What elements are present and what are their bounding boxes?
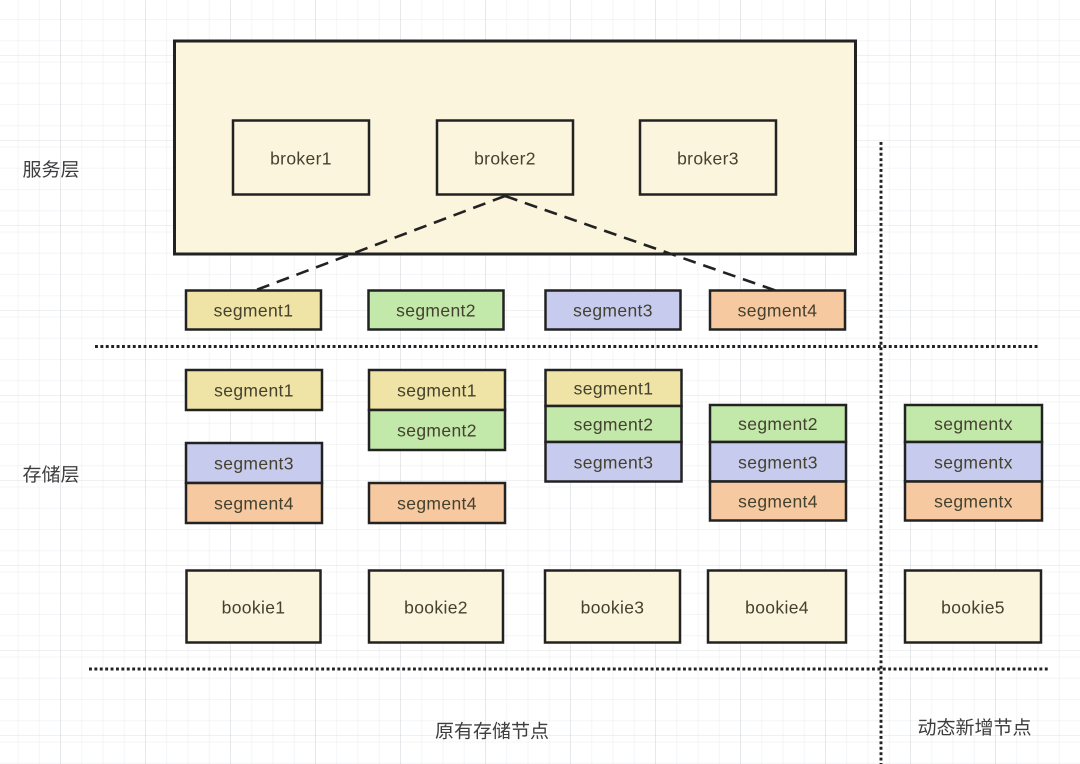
svg-text:broker2: broker2 <box>474 149 536 169</box>
svg-text:segmentx: segmentx <box>934 452 1013 472</box>
svg-text:segmentx: segmentx <box>934 492 1013 512</box>
svg-text:broker3: broker3 <box>677 149 739 169</box>
svg-text:segment1: segment1 <box>214 301 294 321</box>
svg-text:segment1: segment1 <box>214 381 294 401</box>
svg-text:segment3: segment3 <box>573 301 653 321</box>
svg-text:segment4: segment4 <box>397 494 477 514</box>
svg-text:segment1: segment1 <box>397 381 477 401</box>
svg-text:segment2: segment2 <box>397 421 477 441</box>
svg-text:segmentx: segmentx <box>934 414 1013 434</box>
svg-text:segment4: segment4 <box>738 492 818 512</box>
svg-text:bookie1: bookie1 <box>222 598 286 618</box>
svg-text:segment3: segment3 <box>738 452 818 472</box>
svg-text:segment2: segment2 <box>396 301 476 321</box>
svg-text:bookie2: bookie2 <box>404 598 468 618</box>
svg-text:segment4: segment4 <box>738 301 818 321</box>
svg-text:segment3: segment3 <box>574 452 654 472</box>
svg-text:segment2: segment2 <box>574 415 654 435</box>
svg-text:bookie4: bookie4 <box>745 598 809 618</box>
svg-text:segment4: segment4 <box>214 494 294 514</box>
svg-text:broker1: broker1 <box>270 149 332 169</box>
svg-text:segment1: segment1 <box>574 379 654 399</box>
svg-text:bookie5: bookie5 <box>941 598 1005 618</box>
svg-text:bookie3: bookie3 <box>581 598 645 618</box>
svg-text:segment2: segment2 <box>738 414 818 434</box>
svg-text:segment3: segment3 <box>214 454 294 474</box>
